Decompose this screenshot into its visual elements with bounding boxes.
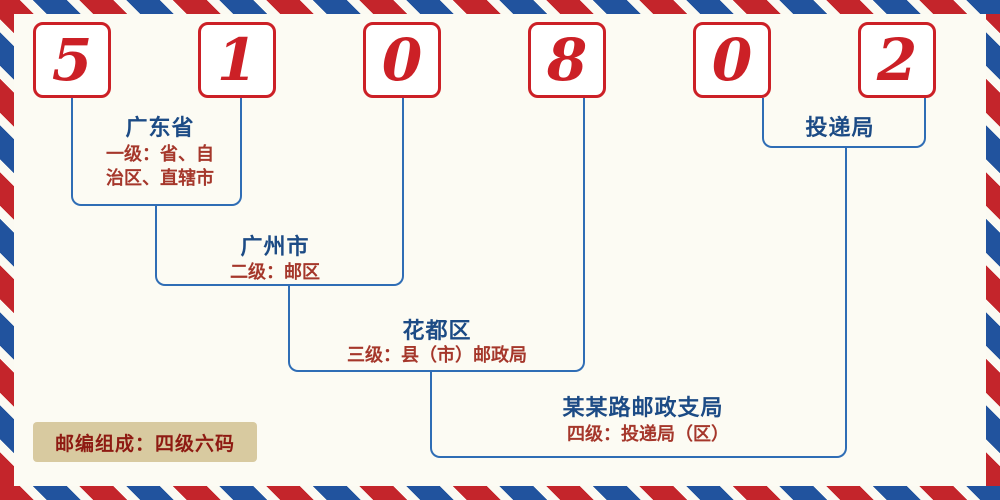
- connector-level2-vertical: [402, 98, 404, 207]
- digit-box-2: 1: [198, 22, 276, 98]
- airmail-border-bottom: [0, 486, 1000, 500]
- level3-description: 三级：县（市）邮政局: [347, 345, 527, 365]
- connector-delivery-office-bracket: [762, 98, 926, 148]
- digit-box-1: 5: [33, 22, 111, 98]
- level2-description: 二级：邮区: [230, 262, 320, 282]
- level4-description: 四级：投递局（区）: [567, 424, 729, 444]
- digit-1: 5: [51, 26, 93, 94]
- level1-description: 一级：省、自 治区、直辖市: [106, 144, 214, 189]
- composition-note-text: 邮编组成：四级六码: [54, 433, 235, 455]
- digit-4: 8: [546, 26, 588, 94]
- digit-box-5: 0: [693, 22, 771, 98]
- level3-name: 花都区: [402, 318, 472, 343]
- connector-level4-bracket: [430, 371, 847, 458]
- digit-box-6: 2: [858, 22, 936, 98]
- connector-level4-vertical: [845, 147, 847, 373]
- level1-name: 广东省: [125, 115, 195, 140]
- digit-box-3: 0: [363, 22, 441, 98]
- connector-level2-bracket: [155, 205, 404, 286]
- digit-2: 1: [216, 26, 258, 94]
- airmail-border-top: [0, 0, 1000, 14]
- airmail-border-right: [986, 14, 1000, 486]
- delivery-office-name: 投递局: [805, 115, 875, 140]
- airmail-border-left: [0, 14, 14, 486]
- composition-note-box: 邮编组成：四级六码: [33, 422, 257, 462]
- connector-level3-vertical: [583, 98, 585, 287]
- digit-3: 0: [381, 26, 423, 94]
- digit-box-4: 8: [528, 22, 606, 98]
- level2-name: 广州市: [240, 234, 310, 259]
- level4-name: 某某路邮政支局: [562, 395, 724, 420]
- digit-6: 2: [876, 26, 918, 94]
- digit-5: 0: [711, 26, 753, 94]
